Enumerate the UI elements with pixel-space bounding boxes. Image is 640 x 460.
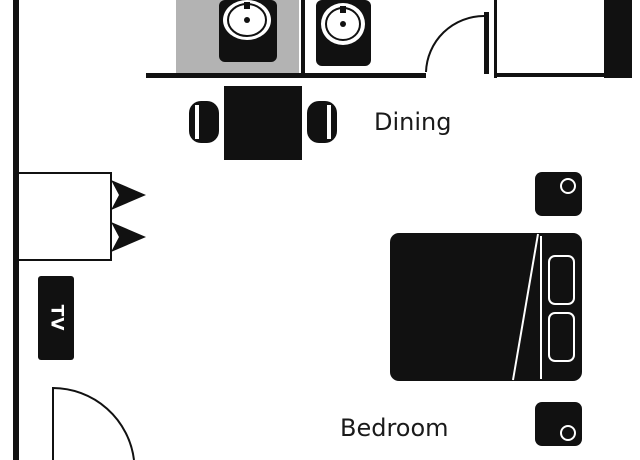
tv-unit	[38, 276, 74, 360]
bathroom-divider-wall	[301, 0, 305, 78]
bed	[390, 233, 582, 381]
dining-label: Dining	[374, 108, 452, 136]
bedroom-label: Bedroom	[340, 414, 449, 442]
left-wall	[13, 0, 19, 460]
closet-partition-wall	[494, 0, 497, 78]
dining-chair-left	[189, 101, 219, 143]
vanity-sink	[176, 0, 299, 73]
nightstand-top	[535, 172, 582, 216]
door-jamb	[484, 12, 489, 74]
bathroom-door-swing	[425, 15, 485, 73]
dining-table	[224, 86, 302, 160]
dining-set	[189, 86, 337, 160]
pillow	[548, 312, 575, 362]
bathroom-sink	[316, 0, 371, 66]
nightstand-bottom	[535, 402, 582, 446]
tv-label: TV	[46, 304, 67, 332]
entry-door-swing	[52, 386, 135, 460]
dining-chair-right	[307, 101, 337, 143]
pillow	[548, 255, 575, 305]
arrow-right-icon	[111, 222, 146, 252]
wardrobe	[19, 172, 146, 261]
kitchen-partition-wall	[146, 73, 426, 78]
right-wall	[604, 0, 632, 78]
closet-bottom-wall	[494, 73, 606, 77]
arrow-right-icon	[111, 180, 146, 210]
